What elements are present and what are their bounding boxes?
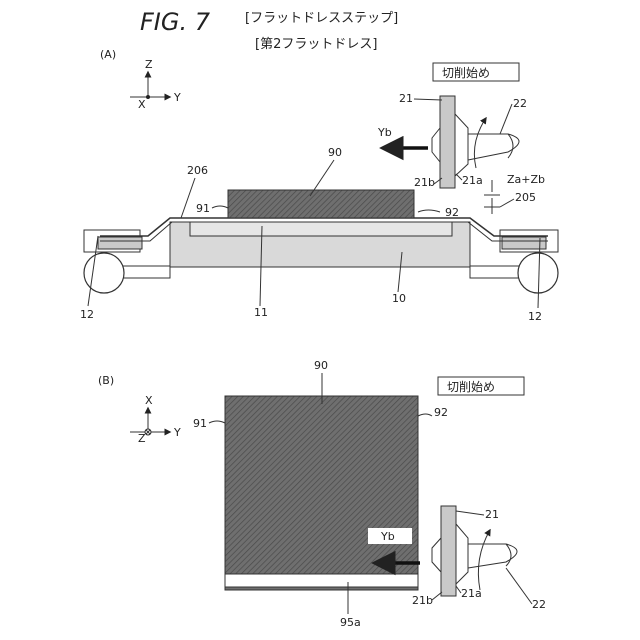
figure-subtitle-step: [フラットドレスステップ] [245,11,398,26]
ref-cut-region: 95a [340,616,361,629]
panel-b-start-label: 切削始め [447,380,495,394]
tool-blade [440,96,455,188]
left-clamp [98,237,142,249]
panel-a-axis-triad: Z Y X [130,58,181,111]
figure-subtitle-dress: [第2フラットドレス] [255,37,377,52]
ref-table: 10 [392,292,406,305]
axis-z-label: Z [145,58,153,71]
wafer-top-view [225,396,418,574]
panel-b-feed-label: Yb [380,530,395,543]
rotation-arrow-b [478,530,490,590]
ref-tool-a: 21 [399,92,413,105]
ref-roller-left: 12 [80,308,94,321]
panel-b-tool [432,506,517,596]
figure-title: FIG. 7 [140,8,211,36]
tool-blade-b [441,506,456,596]
axis-z-label-b: Z [138,432,146,445]
rotation-arrow [474,118,486,168]
ref-edge-left-a: 91 [196,202,210,215]
panel-b: (B) X Y Z 切削始め Yb [98,359,546,629]
ref-sensor: 205 [515,191,536,204]
ref-edge-left-b: 91 [193,417,207,430]
ref-tool-b: 21 [485,508,499,521]
panel-a-feed-label: Yb [377,126,392,139]
wafer [228,190,414,218]
panel-a: (A) Z Y X 切削始め Yb [80,48,558,323]
right-roller [518,253,558,293]
axis-x-label: X [138,98,146,111]
ref-tool-edge-b: 21b [412,594,433,607]
ref-spindle-a: 22 [513,97,527,110]
panel-a-label: (A) [100,48,116,61]
panel-a-start-label: 切削始め [442,66,490,80]
spindle [468,134,519,160]
panel-b-axis-triad: X Y Z [130,394,181,445]
ref-tool-face-a: 21a [462,174,483,187]
panel-b-label: (B) [98,374,114,387]
cut-region [225,574,418,587]
chuck [190,222,452,236]
ref-wafer-b: 90 [314,359,328,372]
ref-spindle-b: 22 [532,598,546,611]
ref-tool-edge-a: 21b [414,176,435,189]
left-roller [84,253,124,293]
ref-tool-face-b: 21a [461,587,482,600]
ref-edge-right-a: 92 [445,206,459,219]
axis-x-label-b: X [145,394,153,407]
ref-edge-right-b: 92 [434,406,448,419]
axis-y-label: Y [173,91,181,104]
ref-chuck: 11 [254,306,268,319]
axis-y-label-b: Y [173,426,181,439]
ref-roller-right: 12 [528,310,542,323]
ref-depth: Za+Zb [507,173,545,186]
depth-marker [484,180,500,214]
spindle-b [468,544,517,568]
ref-wafer-a: 90 [328,146,342,159]
ref-film: 206 [187,164,208,177]
